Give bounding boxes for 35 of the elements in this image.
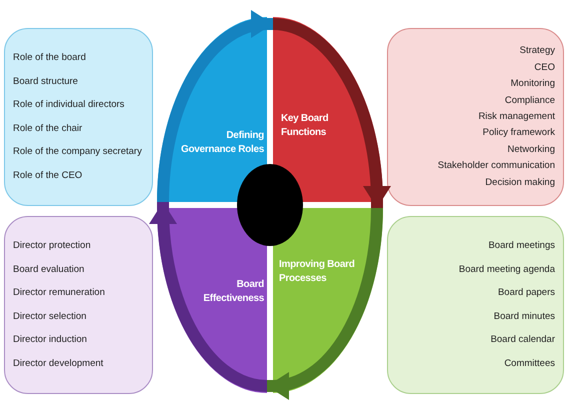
list-item: Director induction bbox=[13, 334, 88, 346]
list-item: Board papers bbox=[496, 287, 555, 300]
list-panel bbox=[387, 216, 564, 394]
list-item: Monitoring bbox=[510, 78, 555, 90]
quadrant-title: Board Effectiveness bbox=[202, 278, 264, 306]
list-item: Director protection bbox=[13, 240, 92, 252]
list-item: Role of individual directors bbox=[13, 99, 126, 112]
list-panel bbox=[387, 28, 564, 206]
list-item: Role of the company secretary bbox=[13, 146, 143, 158]
list-item: Director selection bbox=[13, 310, 88, 323]
list-panel bbox=[4, 28, 153, 206]
quadrant-title: Improving Board Processes bbox=[279, 258, 356, 286]
list-item: Compliance bbox=[504, 94, 555, 107]
list-item: Director development bbox=[13, 358, 104, 370]
list-item: Board meetings bbox=[487, 240, 555, 252]
list-item: Role of the CEO bbox=[13, 170, 84, 182]
list-item: Director remuneration bbox=[13, 287, 106, 300]
list-item: Board minutes bbox=[492, 310, 555, 323]
list-panel bbox=[4, 216, 153, 394]
list-item: Decision making bbox=[484, 176, 555, 189]
quadrant-title: Defining Governance Roles bbox=[180, 129, 264, 157]
list-item: Role of the board bbox=[13, 52, 87, 64]
list-item: Strategy bbox=[518, 45, 555, 58]
list-item: Role of the chair bbox=[13, 122, 84, 135]
list-item: Board meeting agenda bbox=[458, 264, 555, 276]
list-item: Board evaluation bbox=[13, 264, 86, 276]
list-item: Policy framework bbox=[482, 127, 555, 140]
quadrant-title: Key Board Functions bbox=[281, 112, 330, 140]
list-item: Board calendar bbox=[490, 334, 555, 346]
list-item: Risk management bbox=[477, 110, 555, 123]
list-item: Board structure bbox=[13, 76, 79, 88]
list-item: CEO bbox=[533, 62, 555, 74]
list-item: Networking bbox=[506, 144, 555, 156]
list-item: Committees bbox=[503, 358, 555, 370]
list-item: Stakeholder communication bbox=[436, 160, 555, 172]
